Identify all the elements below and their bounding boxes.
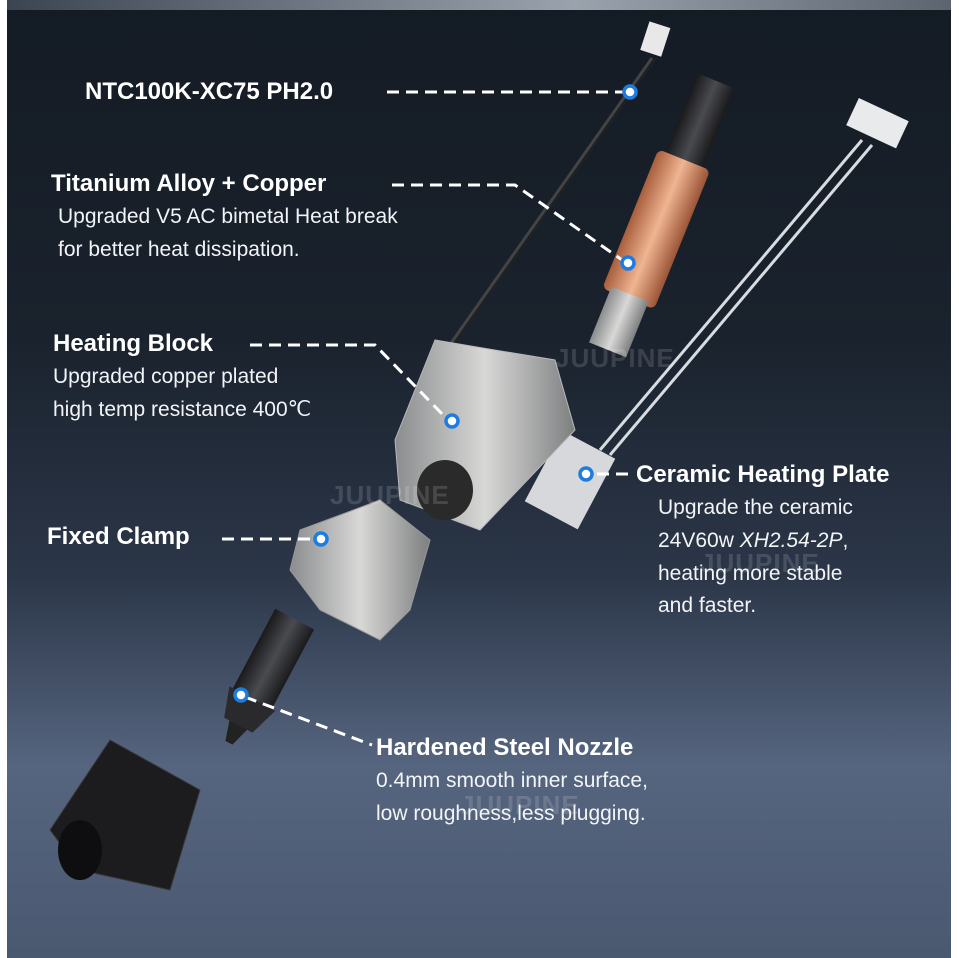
dot-nozzle	[233, 687, 249, 703]
watermark: JUUPINE	[330, 480, 450, 510]
heating-block-desc-1: Upgraded copper plated	[53, 365, 279, 388]
ceramic-desc-1: Upgrade the ceramic	[658, 496, 853, 519]
ceramic-title: Ceramic Heating Plate	[636, 461, 890, 488]
thermistor-title: NTC100K-XC75 PH2.0	[85, 78, 334, 105]
heatbreak-desc-1: Upgraded V5 AC bimetal Heat break	[58, 205, 398, 228]
watermark: JUUPINE	[700, 548, 820, 578]
ceramic-heater-part	[524, 97, 909, 530]
ceramic-comma: ,	[842, 529, 849, 552]
nozzle-desc-1: 0.4mm smooth inner surface,	[376, 769, 648, 792]
nozzle-part	[224, 608, 315, 745]
left-border	[0, 0, 7, 958]
heating-block-title: Heating Block	[53, 330, 214, 357]
heatbreak-desc-2: for better heat dissipation.	[58, 238, 300, 261]
dot-heatbreak	[620, 255, 636, 271]
nozzle-title: Hardened Steel Nozzle	[376, 734, 634, 761]
leader-heatbreak	[392, 183, 626, 264]
silicone-sock-part	[49, 739, 201, 891]
ceramic-connector: XH2.54-2P	[739, 529, 843, 552]
heating-block-desc-2: high temp resistance 400℃	[53, 398, 312, 421]
leader-heating-block	[250, 343, 450, 422]
callout-dots	[233, 84, 638, 703]
heatbreak-title: Titanium Alloy + Copper	[51, 170, 327, 197]
leader-lines	[222, 90, 632, 747]
watermark: JUUPINE	[555, 343, 675, 373]
dot-ceramic	[578, 466, 594, 482]
ceramic-desc-3: heating more stable	[658, 562, 843, 585]
ceramic-desc-4: and faster.	[658, 594, 757, 617]
dot-clamp	[313, 531, 329, 547]
clamp-title: Fixed Clamp	[47, 523, 190, 550]
ceramic-spec: 24V60w	[658, 529, 740, 552]
leader-nozzle	[244, 695, 373, 747]
ceramic-desc-2: 24V60w XH2.54-2P,	[658, 524, 848, 557]
heatbreak-part	[589, 74, 734, 358]
watermark: JUUPINE	[460, 790, 580, 820]
right-border	[951, 0, 959, 958]
thermistor-part	[430, 21, 671, 371]
nozzle-desc-2: low roughness,less plugging.	[376, 802, 646, 825]
heating-block-part	[394, 339, 576, 531]
dot-thermistor	[622, 84, 638, 100]
top-strip	[0, 0, 959, 10]
dot-heating-block	[444, 413, 460, 429]
clamp-part	[289, 499, 431, 641]
